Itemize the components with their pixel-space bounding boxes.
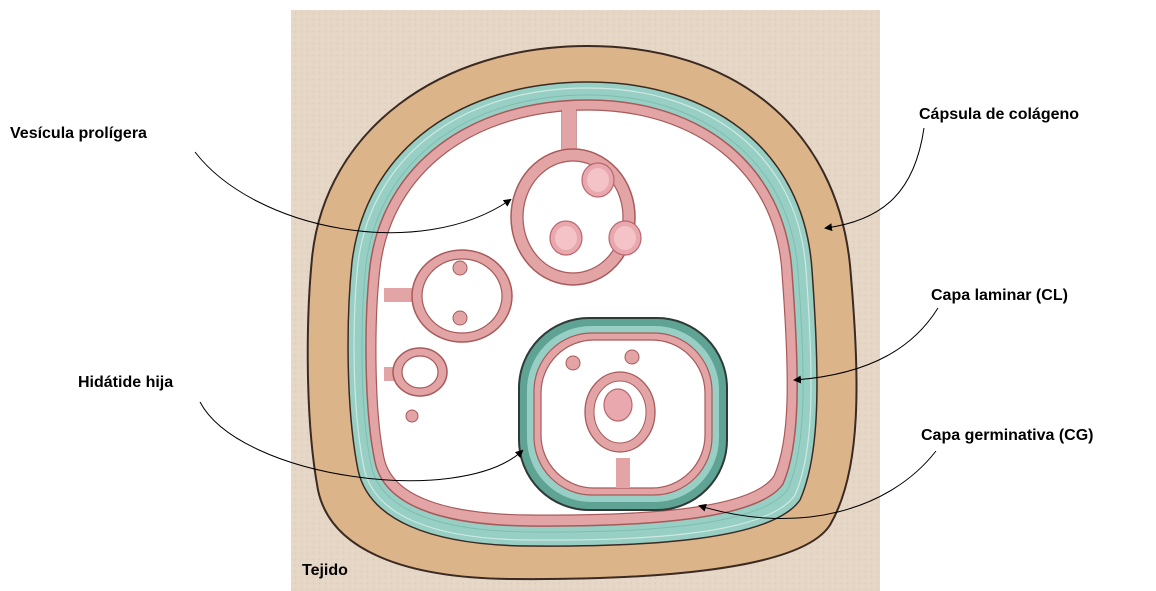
- label-hidatide-hija: Hidátide hija: [78, 374, 173, 392]
- label-vesicula-proligera: Vesícula prolígera: [10, 125, 147, 143]
- protoscolex-3: [609, 221, 641, 255]
- label-capsula-colageno: Cápsula de colágeno: [919, 106, 1079, 124]
- label-capa-laminar: Capa laminar (CL): [931, 287, 1068, 305]
- protoscolex-2: [550, 221, 582, 255]
- protoscolex-1: [582, 163, 614, 197]
- label-capa-germinativa: Capa germinativa (CG): [921, 427, 1093, 445]
- label-tejido: Tejido: [302, 562, 348, 580]
- daughter-cyst: [519, 318, 727, 510]
